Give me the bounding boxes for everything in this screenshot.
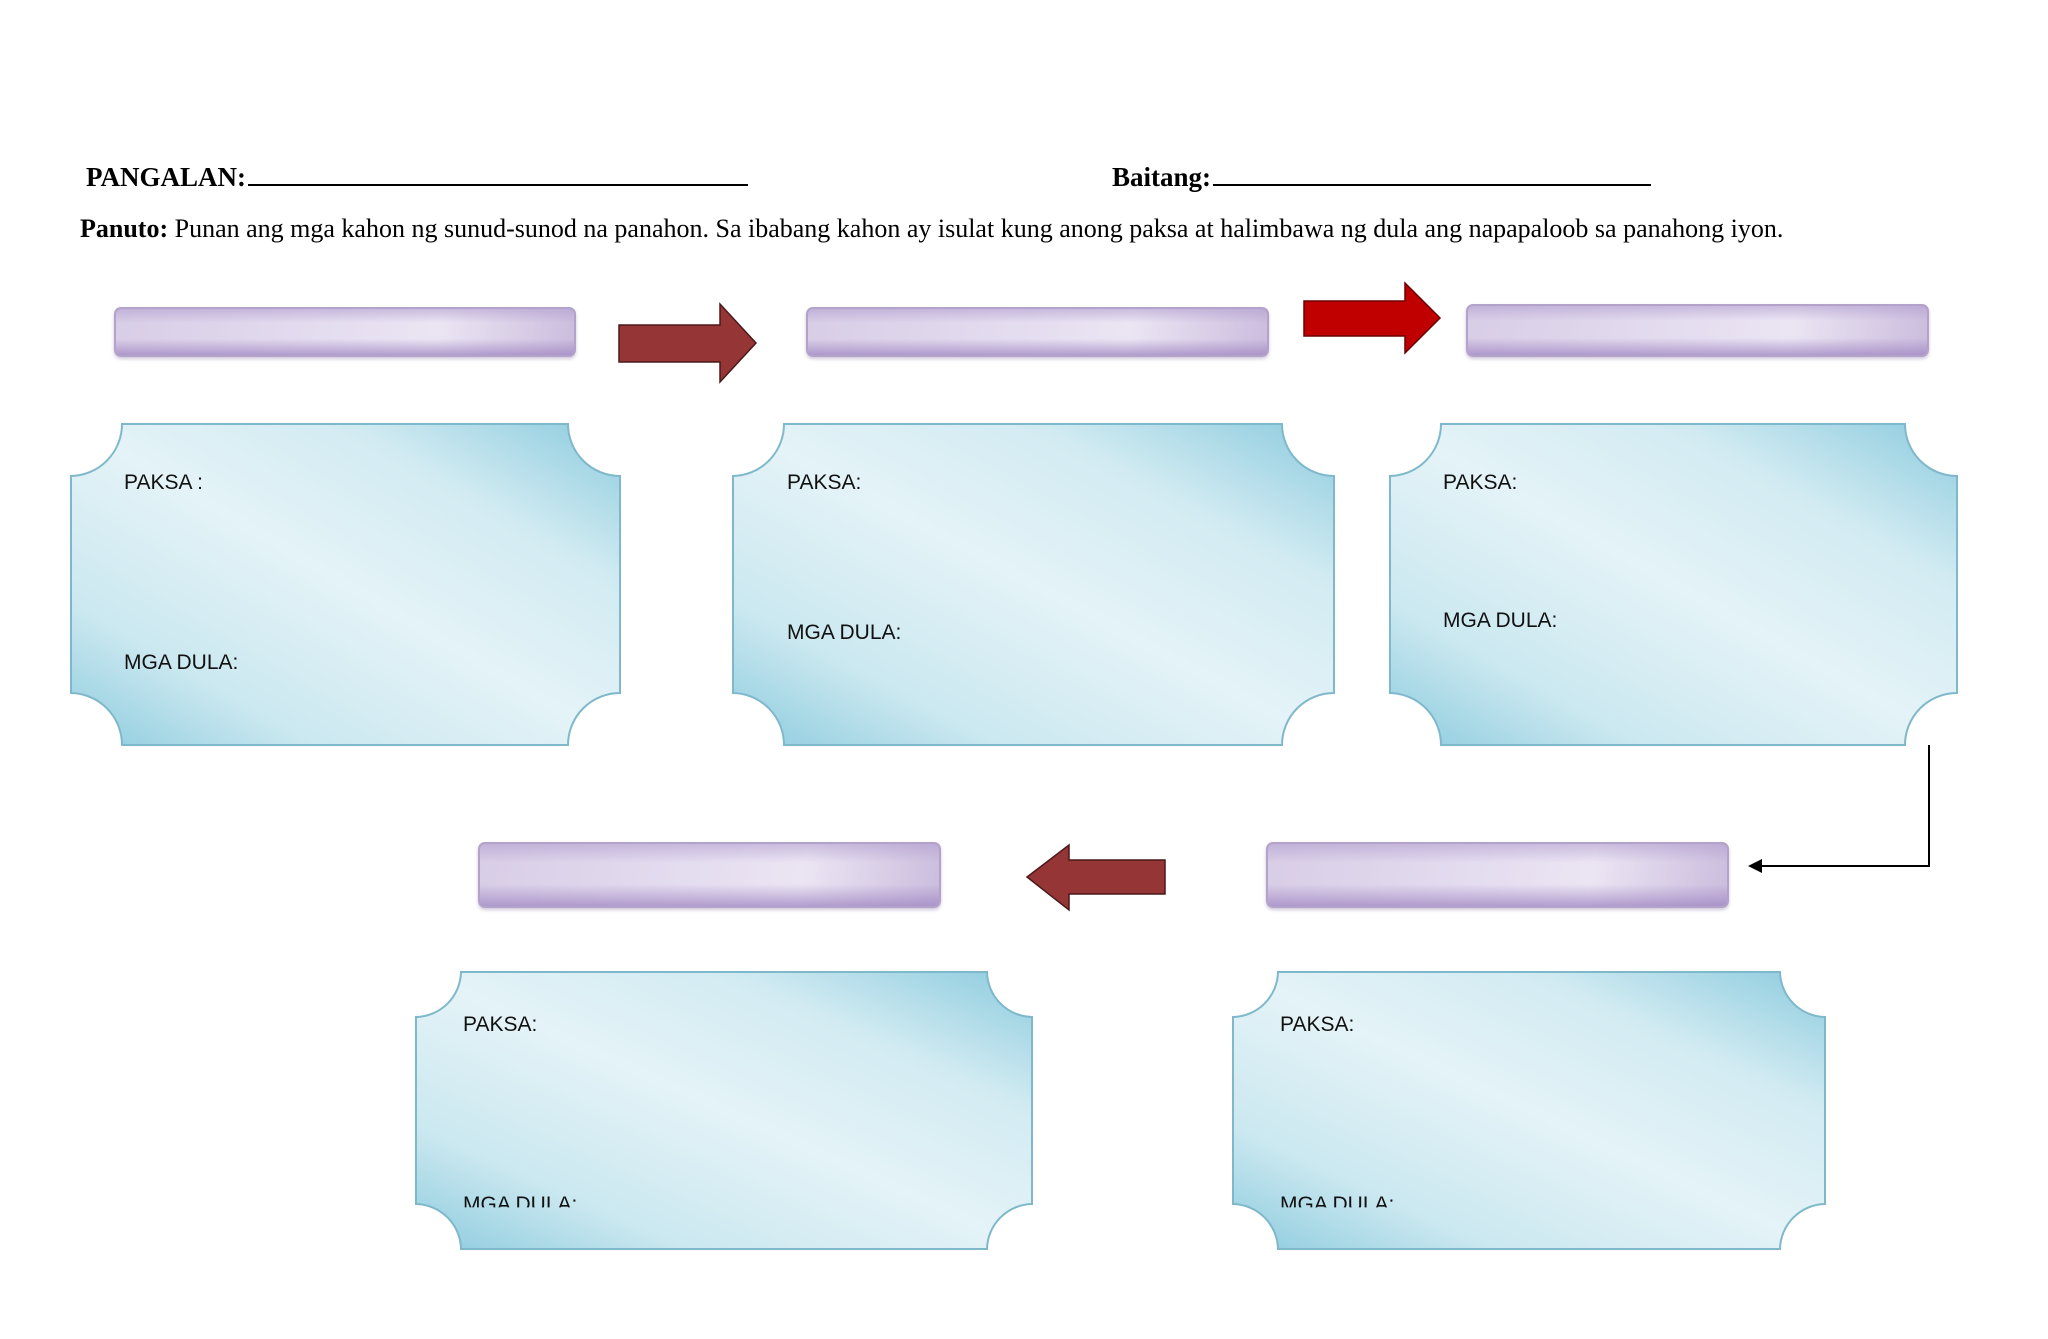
mga-dula-label: MGA DULA: [787, 621, 902, 644]
mga-dula-label: MGA DULA: [463, 1193, 578, 1216]
period-card-3: PAKSA: MGA DULA: [1389, 423, 1958, 746]
paksa-label: PAKSA: [463, 1013, 538, 1036]
period-card-1: PAKSA : MGA DULA: [70, 423, 622, 746]
period-card-2: PAKSA: MGA DULA: [732, 423, 1335, 746]
instructions-lead: Panuto: [80, 214, 169, 243]
instructions: Panuto: Punan ang mga kahon ng sunud-sun… [80, 214, 1783, 244]
paksa-label: PAKSA: [1443, 471, 1518, 494]
instructions-text: Punan ang mga kahon ng sunud-sunod na pa… [168, 214, 1784, 243]
name-field[interactable] [247, 158, 748, 186]
period-field-3[interactable] [1466, 304, 1929, 357]
mga-dula-label: MGA DULA: [1280, 1193, 1395, 1216]
mga-dula-label: MGA DULA: [1443, 609, 1558, 632]
paksa-label: PAKSA: [787, 471, 862, 494]
paksa-label: PAKSA: [1280, 1013, 1355, 1036]
grade-label: Baitang: [1112, 162, 1212, 192]
period-field-2[interactable] [806, 307, 1269, 357]
paksa-label: PAKSA : [124, 471, 203, 494]
name-line: PANGALAN: [86, 158, 748, 193]
grade-field[interactable] [1213, 158, 1652, 186]
mga-dula-label: MGA DULA: [124, 651, 239, 674]
period-field-4[interactable] [478, 842, 941, 908]
period-card-4: PAKSA: MGA DULA: [415, 971, 1033, 1250]
period-field-5[interactable] [1266, 842, 1729, 908]
grade-line: Baitang: [1112, 158, 1652, 193]
period-field-1[interactable] [114, 307, 576, 357]
name-label: PANGALAN: [86, 162, 246, 192]
period-card-5: PAKSA: MGA DULA: [1232, 971, 1826, 1250]
